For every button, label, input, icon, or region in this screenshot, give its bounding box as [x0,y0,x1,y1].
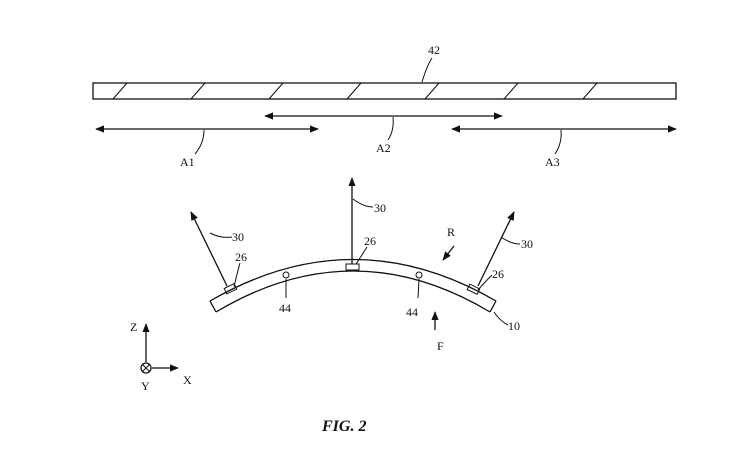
ray-right [477,211,515,287]
label-a2: A2 [376,141,391,155]
label-front: F [437,339,444,353]
coordinate-axes: Z X Y [130,320,192,393]
figure-caption: FIG. 2 [321,418,366,435]
region-arrows: A1 A2 A3 [95,112,677,169]
sensor-labels: 26 26 26 [233,234,504,291]
label-ray-right: 30 [521,237,533,251]
hole-left [282,271,290,279]
label-sensor-mid: 26 [364,234,376,248]
label-a3: A3 [545,155,560,169]
axis-y-symbol [140,362,152,374]
normal-rays: 30 30 30 [190,177,533,287]
label-axis-y: Y [141,379,150,393]
hole-right [415,271,423,279]
sensor-right [466,283,481,295]
label-body: 10 [508,319,520,333]
ray-left [190,211,228,287]
strip-label: 42 [428,43,440,57]
label-rear: R [447,225,455,239]
label-a1: A1 [180,155,195,169]
label-axis-z: Z [130,320,137,334]
sensor-mid [345,263,360,271]
flat-strip: 42 [92,43,677,100]
curved-body: 44 44 10 [209,258,520,333]
label-axis-x: X [183,373,192,387]
rear-arrow [442,245,455,261]
label-sensor-right: 26 [492,267,504,281]
label-sensor-left: 26 [235,250,247,264]
label-ray-left: 30 [232,230,244,244]
side-markers: R F [431,225,455,353]
label-hole-left: 44 [279,301,291,315]
sensor-left [223,283,238,295]
label-hole-right: 44 [406,305,418,319]
label-ray-mid: 30 [374,201,386,215]
